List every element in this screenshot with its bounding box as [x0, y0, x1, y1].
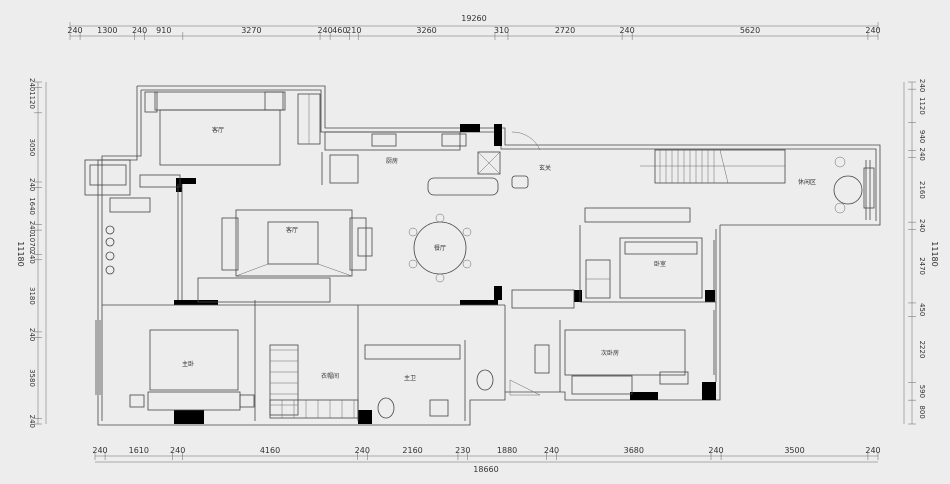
right-dim-segment-0: 240	[918, 79, 926, 92]
right-total-dimension: 11180	[930, 241, 939, 266]
left-total-dimension: 11180	[16, 241, 25, 266]
bathroom-fixtures: 主卫	[364, 344, 550, 419]
left-dim-segment-8: 3180	[28, 287, 36, 305]
right-dim-segment-2: 940	[918, 130, 926, 143]
bottom-dim-segment-3: 4160	[260, 446, 280, 455]
dining-furniture: 餐厅	[408, 213, 472, 283]
right-bedroom-furniture: 卧室	[511, 207, 703, 309]
bottom-dim-segment-7: 1880	[497, 446, 517, 455]
kitchen-fixtures: 厨房	[324, 131, 529, 196]
bottom-dim-segment-9: 3680	[624, 446, 644, 455]
top-dim-segment-0: 240	[67, 26, 82, 35]
main-living-furniture: 客厅	[105, 197, 373, 303]
outer-walls	[84, 85, 881, 426]
left-dim-segment-4: 1640	[28, 197, 36, 215]
kitchen-label: 厨房	[386, 157, 398, 165]
right-dim-segment-8: 2220	[918, 341, 926, 359]
bottom-dim-segment-5: 2160	[402, 446, 422, 455]
right-dim-segment-9: 590	[918, 385, 926, 398]
right-dim-segment-1: 1120	[918, 97, 926, 115]
right-dim-segment-3: 240	[918, 148, 926, 161]
top-total-dimension: 19260	[461, 14, 486, 23]
cloakroom-furniture: 衣帽间	[269, 344, 359, 419]
left-dim-segment-9: 240	[28, 328, 36, 341]
upper-living-furniture: 客厅	[139, 91, 321, 188]
interior-walls	[102, 152, 716, 421]
right-dim-segment-10: 800	[918, 405, 926, 418]
entrance-label: 玄关	[539, 164, 551, 172]
bottom-dim-segment-12: 240	[865, 446, 880, 455]
right-dim-segment-6: 2470	[918, 257, 926, 275]
top-dim-segment-6: 460	[332, 26, 347, 35]
bottom-dim-segment-10: 240	[708, 446, 723, 455]
top-dim-segment-10: 2720	[555, 26, 575, 35]
dining-label: 餐厅	[434, 244, 446, 252]
top-dim-segment-11: 240	[619, 26, 634, 35]
bottom-total-dimension: 18660	[473, 465, 498, 474]
left-dim-segment-0: 240	[28, 78, 36, 91]
bottom-dim-segment-6: 230	[455, 446, 470, 455]
left-dim-segment-10: 3580	[28, 369, 36, 387]
top-dim-segment-12: 5620	[740, 26, 760, 35]
top-dim-segment-13: 240	[865, 26, 880, 35]
right-dim-segment-5: 240	[918, 219, 926, 232]
left-dim-segment-3: 240	[28, 178, 36, 191]
top-dim-segment-2: 240	[132, 26, 147, 35]
right-dim-segment-7: 450	[918, 303, 926, 316]
bottom-dim-segment-11: 3500	[784, 446, 804, 455]
left-dimension-chain: 11180 2401120305024016402401070240318024…	[16, 78, 47, 428]
bottom-dim-segment-2: 240	[170, 446, 185, 455]
top-dim-segment-3: 910	[156, 26, 171, 35]
bottom-dim-segment-8: 240	[544, 446, 559, 455]
top-dim-segment-5: 240	[317, 26, 332, 35]
second-bedroom-label: 次卧房	[601, 349, 619, 357]
second-bedroom-furniture: 次卧房	[564, 329, 689, 395]
windows	[95, 160, 871, 395]
right-dim-segment-4: 2160	[918, 181, 926, 199]
main-living-label: 客厅	[286, 226, 298, 234]
top-dim-segment-4: 3270	[241, 26, 261, 35]
master-bedroom-label: 主卧	[182, 360, 194, 368]
leisure-label: 休闲区	[798, 178, 816, 186]
top-dim-segment-7: 210	[346, 26, 361, 35]
bottom-dim-segment-0: 240	[92, 446, 107, 455]
left-dim-segment-2: 3050	[28, 138, 36, 156]
bottom-dimension-chain: 18660 240 1610 240 4160 240 2160 230 1880 240 368…	[92, 446, 880, 474]
cloakroom-label: 衣帽间	[321, 372, 339, 380]
structural-columns	[174, 124, 716, 424]
left-dim-segment-7: 240	[28, 250, 36, 263]
bottom-dim-segment-4: 240	[355, 446, 370, 455]
left-dim-segment-11: 240	[28, 415, 36, 428]
bathroom-label: 主卫	[404, 374, 416, 382]
upper-living-label: 客厅	[212, 126, 224, 134]
top-dim-segment-9: 310	[494, 26, 509, 35]
master-bedroom-furniture: 主卧	[129, 329, 255, 411]
left-dim-segment-5: 240	[28, 221, 36, 234]
right-bedroom-label: 卧室	[654, 260, 666, 268]
bottom-dim-segment-1: 1610	[129, 446, 149, 455]
left-dim-segment-1: 1120	[28, 91, 36, 109]
left-dim-segment-6: 1070	[28, 233, 36, 251]
top-dim-segment-8: 3260	[416, 26, 436, 35]
entrance-and-leisure: 玄关 休闲区	[511, 131, 875, 214]
right-dimension-chain: 11180 240 1120 940 240 2160 240 2470 450 2220 590…	[903, 79, 939, 425]
top-dim-segment-1: 1300	[97, 26, 117, 35]
